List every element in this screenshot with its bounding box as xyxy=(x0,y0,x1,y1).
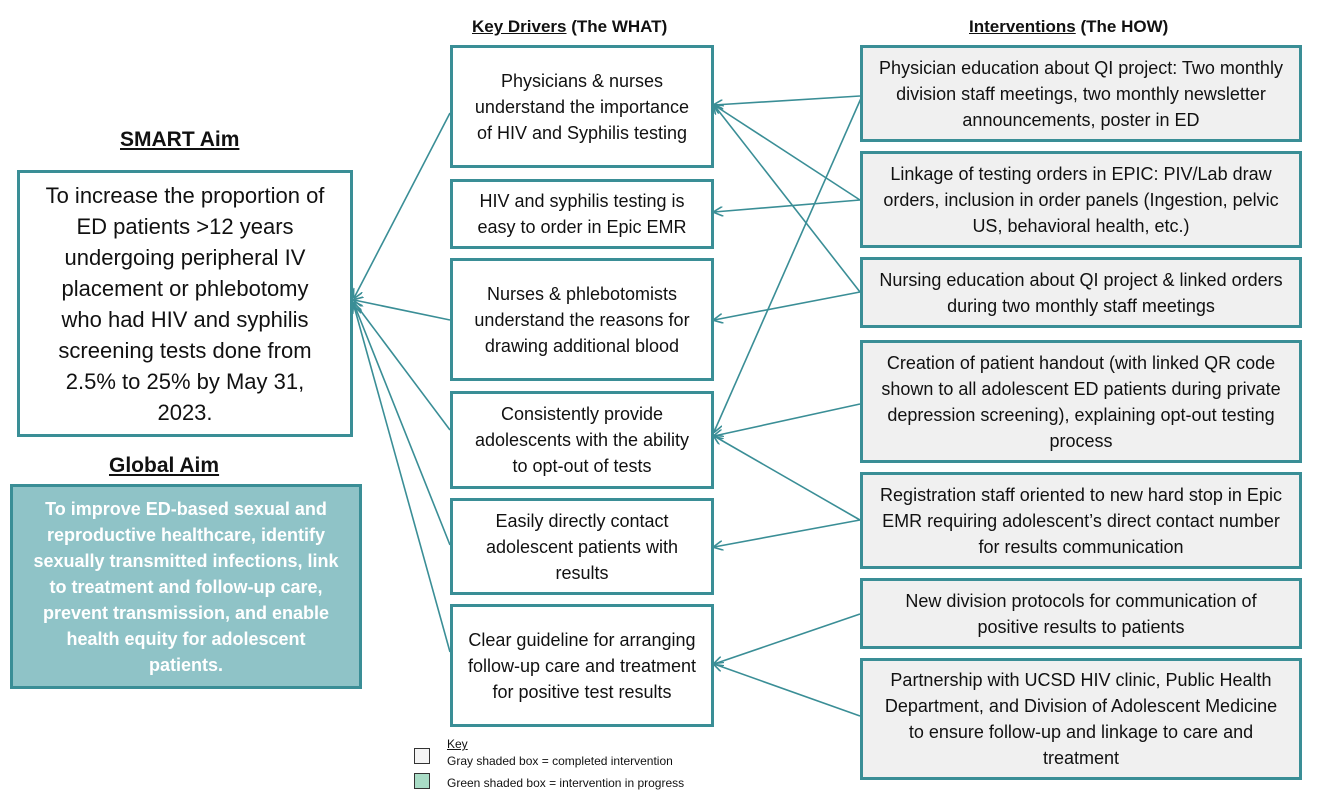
driver-text-3: Nurses & phlebotomists understand the re… xyxy=(474,283,690,356)
legend-green-label: Green shaded box = intervention in progr… xyxy=(447,776,685,790)
intervention-box-2: Linkage of testing orders in EPIC: PIV/L… xyxy=(860,151,1302,248)
driver-text-1: Physicians & nurses understand the impor… xyxy=(474,70,690,143)
intervention-text-7: Partnership with UCSD HIV clinic, Public… xyxy=(884,670,1278,768)
driver-text-2: HIV and syphilis testing is easy to orde… xyxy=(477,191,687,237)
global-aim-text: To improve ED-based sexual and reproduct… xyxy=(33,498,339,675)
arrow-int1-to-driver1 xyxy=(714,95,861,105)
legend-title: Key xyxy=(447,737,468,751)
arrow-int5-to-driver5 xyxy=(714,519,861,547)
interventions-title: Interventions (The HOW) xyxy=(969,17,1169,36)
smart-aim-box: To increase the proportion of ED patient… xyxy=(17,170,353,437)
intervention-box-1: Physician education about QI project: Tw… xyxy=(860,45,1302,142)
legend-gray-label: Gray shaded box = completed intervention xyxy=(447,754,673,768)
key-drivers-title: Key Drivers (The WHAT) xyxy=(472,17,668,36)
driver-box-6: Clear guideline for arranging follow-up … xyxy=(450,604,714,727)
arrow-driver3-to-smart xyxy=(354,300,451,321)
intervention-box-4: Creation of patient handout (with linked… xyxy=(860,340,1302,463)
smart-aim-text: To increase the proportion of ED patient… xyxy=(45,182,325,425)
intervention-text-3: Nursing education about QI project & lin… xyxy=(879,269,1283,316)
driver-box-5: Easily directly contact adolescent patie… xyxy=(450,498,714,595)
driver-text-5: Easily directly contact adolescent patie… xyxy=(485,510,679,583)
global-aim-title: Global Aim xyxy=(109,454,220,477)
arrow-int4-to-driver4 xyxy=(714,403,861,436)
intervention-text-2: Linkage of testing orders in EPIC: PIV/L… xyxy=(883,163,1279,236)
arrow-int3-to-driver3 xyxy=(714,291,861,320)
intervention-box-7: Partnership with UCSD HIV clinic, Public… xyxy=(860,658,1302,780)
legend-gray-swatch xyxy=(414,748,430,764)
driver-box-2: HIV and syphilis testing is easy to orde… xyxy=(450,179,714,249)
driver-box-3: Nurses & phlebotomists understand the re… xyxy=(450,258,714,381)
driver-box-4: Consistently provide adolescents with th… xyxy=(450,391,714,489)
intervention-box-6: New division protocols for communication… xyxy=(860,578,1302,649)
intervention-text-5: Registration staff oriented to new hard … xyxy=(880,484,1282,557)
driver-text-4: Consistently provide adolescents with th… xyxy=(474,404,690,476)
arrow-int6-to-driver6 xyxy=(714,613,861,664)
driver-box-1: Physicians & nurses understand the impor… xyxy=(450,45,714,168)
intervention-text-1: Physician education about QI project: Tw… xyxy=(879,57,1283,130)
driver-text-6: Clear guideline for arranging follow-up … xyxy=(467,629,697,702)
global-aim-box: To improve ED-based sexual and reproduct… xyxy=(10,484,362,689)
arrow-driver5-to-smart xyxy=(354,304,451,546)
arrow-int1-to-driver4 xyxy=(714,95,863,432)
legend-green-swatch xyxy=(414,773,430,789)
arrow-int5-to-driver4 xyxy=(714,436,861,521)
arrow-driver6-to-smart xyxy=(354,306,451,653)
arrow-int7-to-driver6 xyxy=(714,664,861,717)
arrow-int2-to-driver2 xyxy=(714,199,861,212)
smart-aim-title: SMART Aim xyxy=(120,128,240,151)
arrow-driver4-to-smart xyxy=(354,302,451,431)
arrow-driver1-to-smart xyxy=(354,112,451,298)
arrow-int2-to-driver1 xyxy=(714,105,861,201)
intervention-text-4: Creation of patient handout (with linked… xyxy=(881,352,1281,451)
intervention-text-6: New division protocols for communication… xyxy=(905,590,1257,637)
arrow-int3-to-driver1 xyxy=(714,105,861,293)
intervention-box-3: Nursing education about QI project & lin… xyxy=(860,257,1302,328)
intervention-box-5: Registration staff oriented to new hard … xyxy=(860,472,1302,569)
